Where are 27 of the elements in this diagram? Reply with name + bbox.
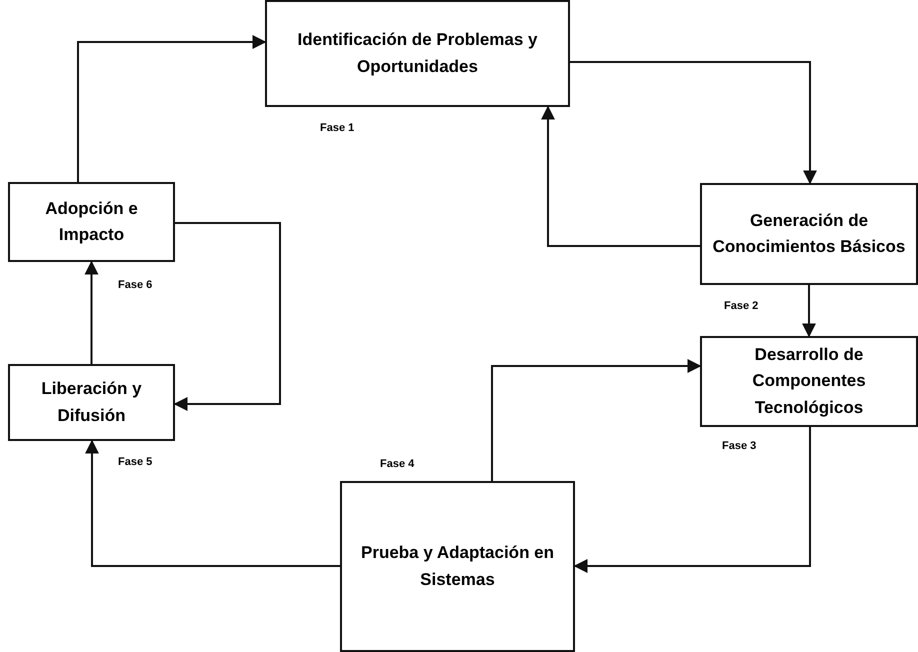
- box-label: Prueba y Adaptación en Sistemas: [360, 542, 556, 590]
- arrow: [174, 222, 281, 411]
- phase-label: Fase 3: [722, 440, 756, 452]
- box-label: Adopción e Impacto: [44, 198, 139, 246]
- phase-label: Fase 1: [320, 122, 354, 134]
- phase-label: Fase 2: [724, 300, 758, 312]
- process-box: [700, 183, 918, 285]
- box-label: Identificación de Problemas y Oportunidades: [296, 29, 538, 78]
- box-label: Desarrollo de Componentes Tecnológicos: [751, 344, 867, 419]
- arrow: [570, 61, 817, 184]
- arrow: [85, 440, 340, 567]
- arrow: [77, 35, 266, 182]
- process-box: [265, 0, 570, 107]
- process-box: [700, 336, 918, 427]
- arrow: [802, 285, 816, 338]
- arrow: [84, 260, 98, 364]
- arrow: [574, 427, 811, 573]
- process-box: [8, 364, 175, 441]
- phase-label: Fase 6: [118, 279, 152, 291]
- process-box: [340, 481, 575, 652]
- process-box: [8, 182, 175, 262]
- box-label: Liberación y Difusión: [40, 378, 143, 426]
- arrow: [541, 106, 700, 247]
- arrow: [491, 359, 702, 481]
- box-label: Generación de Conocimientos Básicos: [712, 210, 906, 258]
- phase-label: Fase 5: [118, 456, 152, 468]
- phase-label: Fase 4: [380, 458, 414, 470]
